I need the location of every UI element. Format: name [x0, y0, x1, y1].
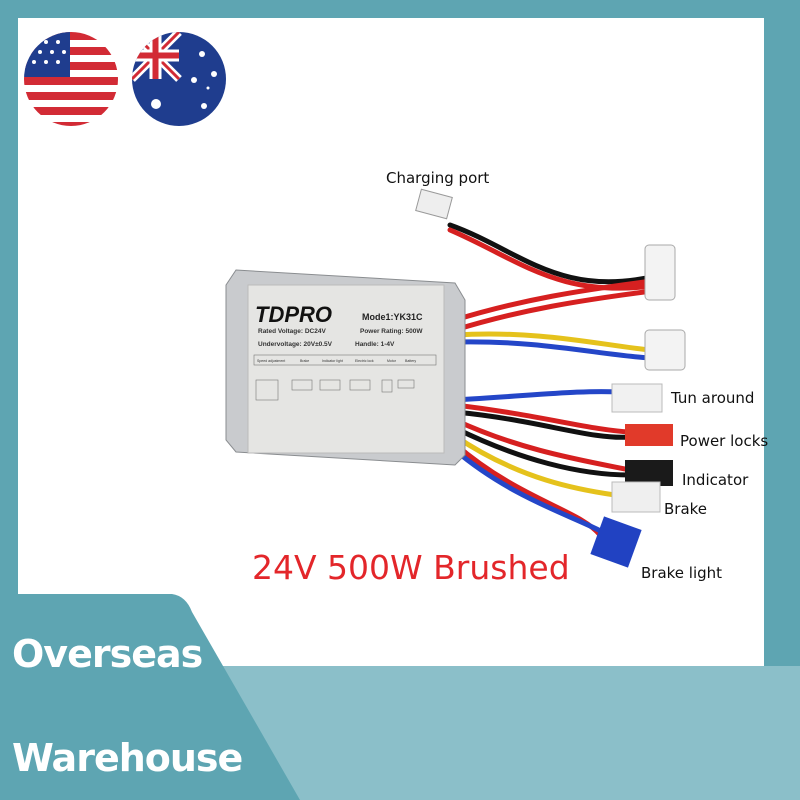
australia-flag-icon [132, 32, 226, 126]
rated-voltage: Rated Voltage: DC24V [258, 328, 326, 335]
undervoltage: Undervoltage: 20V±0.5V [258, 341, 333, 348]
product-headline: 24V 500W Brushed [252, 548, 570, 587]
connector-label: Speed adjustment [257, 359, 285, 363]
handle-voltage: Handle: 1-4V [355, 341, 395, 348]
logo: TDPRO [255, 302, 332, 327]
callout-power-locks: Power locks [680, 432, 769, 450]
banner-overseas: Overseas [12, 632, 203, 676]
callout-turn-around: Tun around [671, 389, 755, 407]
callout-brake-light: Brake light [641, 564, 723, 582]
banner-warehouse: Warehouse [12, 736, 243, 780]
power-rating: Power Rating: 500W [360, 328, 423, 335]
callout-indicator: Indicator [682, 471, 749, 489]
connector-label: Brake [300, 359, 309, 363]
connector-label: Motor [387, 359, 397, 363]
callout-charging-port: Charging port [386, 169, 490, 187]
connector-label: Battery [405, 359, 416, 363]
connector-label: Electric lock [355, 359, 374, 363]
callout-brake: Brake [664, 500, 708, 518]
connector-label: Indicator light [322, 359, 343, 363]
model-label: Mode1:YK31C [362, 312, 423, 322]
